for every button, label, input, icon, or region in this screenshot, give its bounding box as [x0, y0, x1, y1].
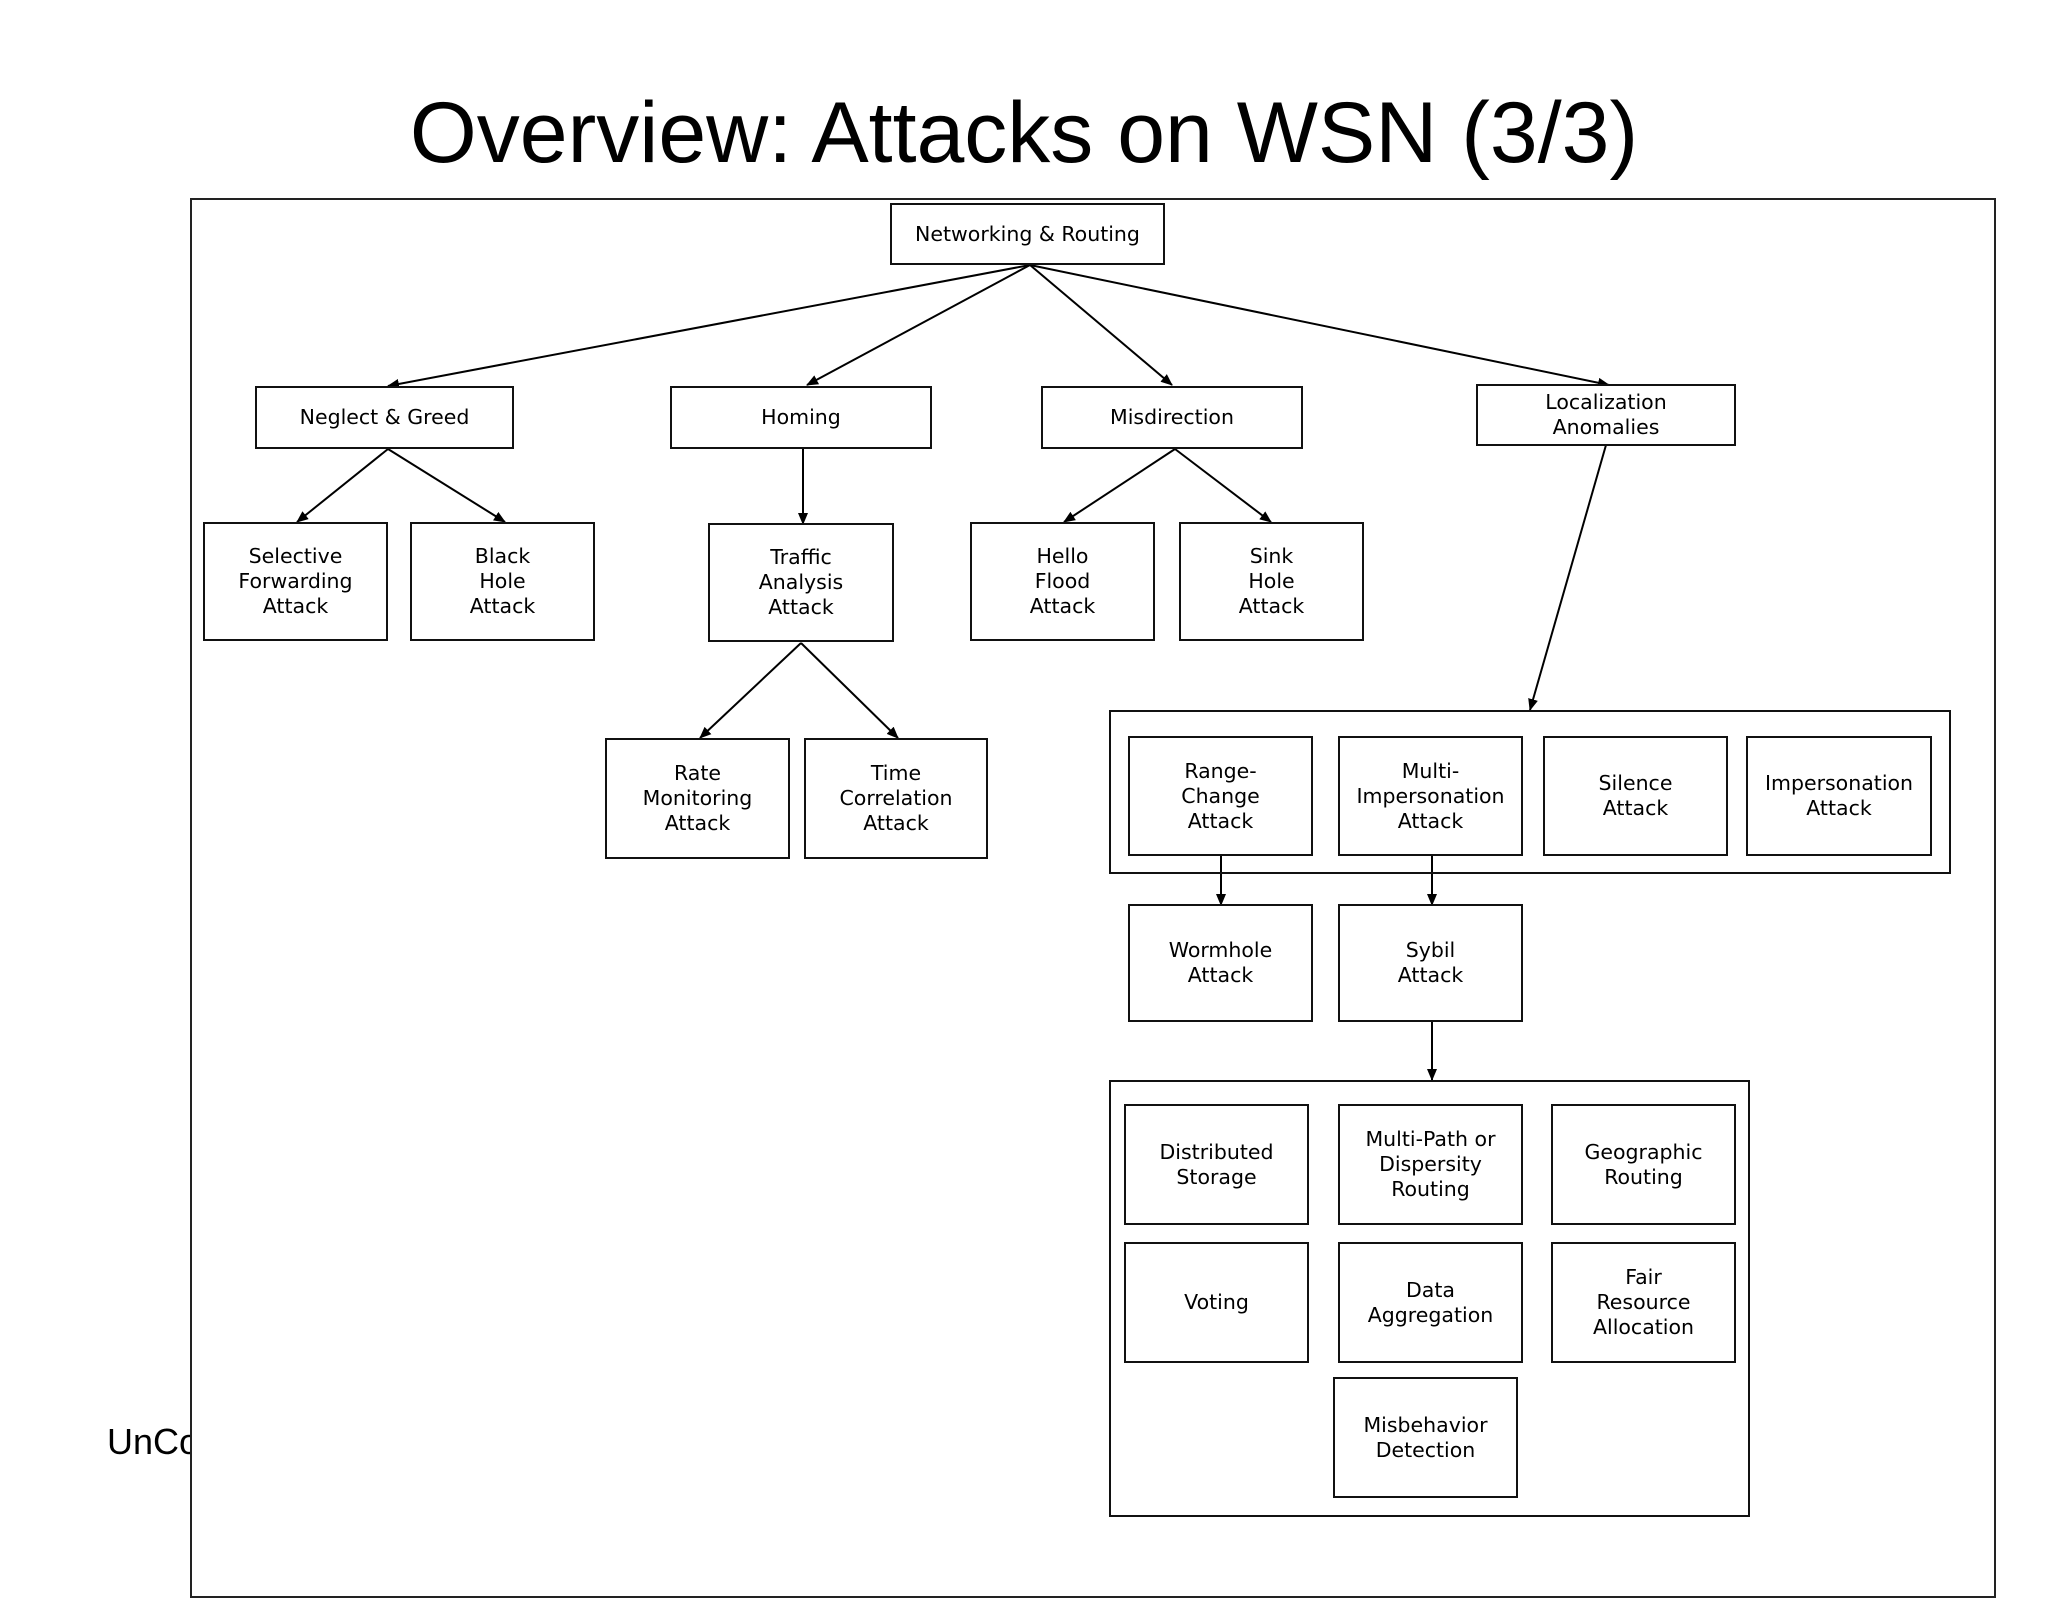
- defenses-group: [1109, 1080, 1750, 1517]
- node-neglect-greed: Neglect & Greed: [255, 386, 514, 449]
- node-rate-monitoring: Rate Monitoring Attack: [605, 738, 790, 859]
- edge-misdirection-hello: [1063, 448, 1176, 523]
- node-misdirection: Misdirection: [1041, 386, 1303, 449]
- edge-localization-group: [1528, 444, 1607, 711]
- node-sybil: Sybil Attack: [1338, 904, 1523, 1022]
- slide-title: Overview: Attacks on WSN (3/3): [409, 85, 1639, 181]
- node-multi-impersonation: Multi- Impersonation Attack: [1338, 736, 1523, 856]
- edge-traffic-rate: [699, 642, 802, 739]
- node-selective-forwarding: Selective Forwarding Attack: [203, 522, 388, 641]
- node-silence: Silence Attack: [1543, 736, 1728, 856]
- edge-root-misdirection: [1029, 264, 1173, 386]
- node-data-aggregation: Data Aggregation: [1338, 1242, 1523, 1363]
- node-distributed-storage: Distributed Storage: [1124, 1104, 1309, 1225]
- node-sink-hole: Sink Hole Attack: [1179, 522, 1364, 641]
- node-range-change: Range- Change Attack: [1128, 736, 1313, 856]
- node-wormhole: Wormhole Attack: [1128, 904, 1313, 1022]
- node-fair-resource-allocation: Fair Resource Allocation: [1551, 1242, 1736, 1363]
- node-traffic-analysis: Traffic Analysis Attack: [708, 523, 894, 642]
- edge-root-homing: [806, 264, 1031, 386]
- node-geographic-routing: Geographic Routing: [1551, 1104, 1736, 1225]
- edge-root-neglect: [387, 264, 1031, 389]
- diagram-edges: [296, 264, 1610, 1081]
- node-misbehavior-detection: Misbehavior Detection: [1333, 1377, 1518, 1498]
- node-black-hole: Black Hole Attack: [410, 522, 595, 641]
- node-hello-flood: Hello Flood Attack: [970, 522, 1155, 641]
- edge-traffic-time: [800, 642, 899, 739]
- node-impersonation: Impersonation Attack: [1746, 736, 1932, 856]
- edge-misdirection-sink: [1174, 448, 1272, 523]
- edge-root-localization: [1029, 264, 1610, 388]
- node-time-correlation: Time Correlation Attack: [804, 738, 988, 859]
- node-voting: Voting: [1124, 1242, 1309, 1363]
- edge-neglect-blackhole: [387, 448, 506, 523]
- localization-attacks-group: [1109, 710, 1951, 874]
- node-multipath-routing: Multi-Path or Dispersity Routing: [1338, 1104, 1523, 1225]
- node-homing: Homing: [670, 386, 932, 449]
- edge-neglect-selective: [296, 448, 389, 523]
- footer-text: UnCo: [107, 1421, 200, 1462]
- node-localization-anomalies: Localization Anomalies: [1476, 384, 1736, 446]
- node-networking-routing: Networking & Routing: [890, 203, 1165, 265]
